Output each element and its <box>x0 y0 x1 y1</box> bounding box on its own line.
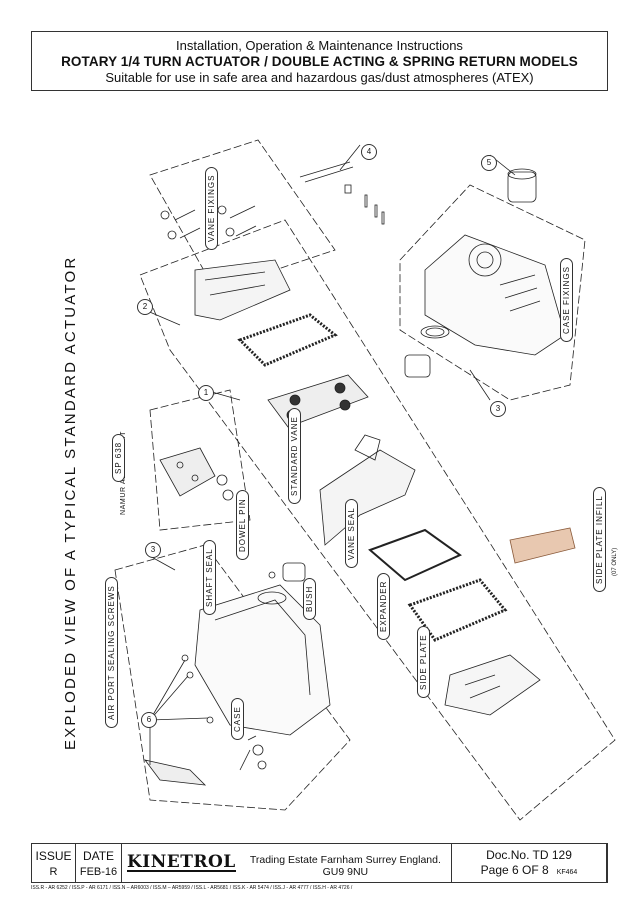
brand-cell: KINETROL Trading Estate Farnham Surrey E… <box>122 844 452 882</box>
exploded-view-drawing: EXPLODED VIEW OF A TYPICAL STANDARD ACTU… <box>0 100 638 840</box>
revision-history: ISS.R - AR 6252 / ISS.P - AR 6171 / ISS.… <box>31 885 353 891</box>
header-subtitle: Suitable for use in safe area and hazard… <box>105 70 534 85</box>
label-vane-seal: VANE SEAL <box>345 499 358 568</box>
label-bush: BUSH <box>303 577 316 620</box>
drawing-title: EXPLODED VIEW OF A TYPICAL STANDARD ACTU… <box>62 255 79 750</box>
label-case-fixings: CASE FIXINGS <box>560 257 573 342</box>
balloon-3-lower: 3 <box>145 542 161 558</box>
label-standard-vane: STANDARD VANE <box>288 408 301 504</box>
label-expander: EXPANDER <box>377 572 390 640</box>
exploded-view-illustration <box>114 139 616 821</box>
document-footer: ISSUE R DATE FEB-16 KINETROL Trading Est… <box>31 843 608 883</box>
label-air-port-sealing-screws: AIR PORT SEALING SCREWS <box>105 577 118 728</box>
side-plate-infill-note: (07 ONLY) <box>612 547 618 576</box>
label-shaft-seal: SHAFT SEAL <box>203 540 216 615</box>
company-address: Trading Estate Farnham Surrey England. G… <box>249 854 441 878</box>
header-line-1: Installation, Operation & Maintenance In… <box>176 38 463 53</box>
label-side-plate: SIDE PLATE <box>417 626 430 698</box>
label-vane-fixings: VANE FIXINGS <box>205 166 218 250</box>
header-title: ROTARY 1/4 TURN ACTUATOR / DOUBLE ACTING… <box>61 54 578 69</box>
date-label: DATE <box>82 849 115 863</box>
document-header: Installation, Operation & Maintenance In… <box>31 31 608 91</box>
label-dowel-pin: DOWEL PIN <box>236 490 249 560</box>
balloon-3-upper: 3 <box>490 401 506 417</box>
label-case: CASE <box>231 698 244 740</box>
balloon-2: 2 <box>137 299 153 315</box>
label-side-plate-infill: SIDE PLATE INFILL <box>593 487 606 592</box>
doc-number: Doc.No. TD 129 <box>486 848 572 862</box>
issue-label: ISSUE <box>35 849 72 863</box>
balloon-4: 4 <box>361 144 377 160</box>
date-cell: DATE FEB-16 <box>76 844 122 882</box>
doc-number-cell: Doc.No. TD 129 Page 6 OF 8 KF464 <box>452 844 607 882</box>
kinetrol-logo: KINETROL <box>127 852 236 872</box>
issue-cell: ISSUE R <box>32 844 76 882</box>
balloon-5: 5 <box>481 155 497 171</box>
date-value: FEB-16 <box>79 866 118 878</box>
label-sp638: SP 638 <box>112 433 125 482</box>
form-code: KF464 <box>556 869 578 876</box>
balloon-1: 1 <box>198 385 214 401</box>
page-number: Page 6 OF 8 <box>480 863 549 877</box>
balloon-6: 6 <box>141 712 157 728</box>
issue-value: R <box>49 866 58 878</box>
